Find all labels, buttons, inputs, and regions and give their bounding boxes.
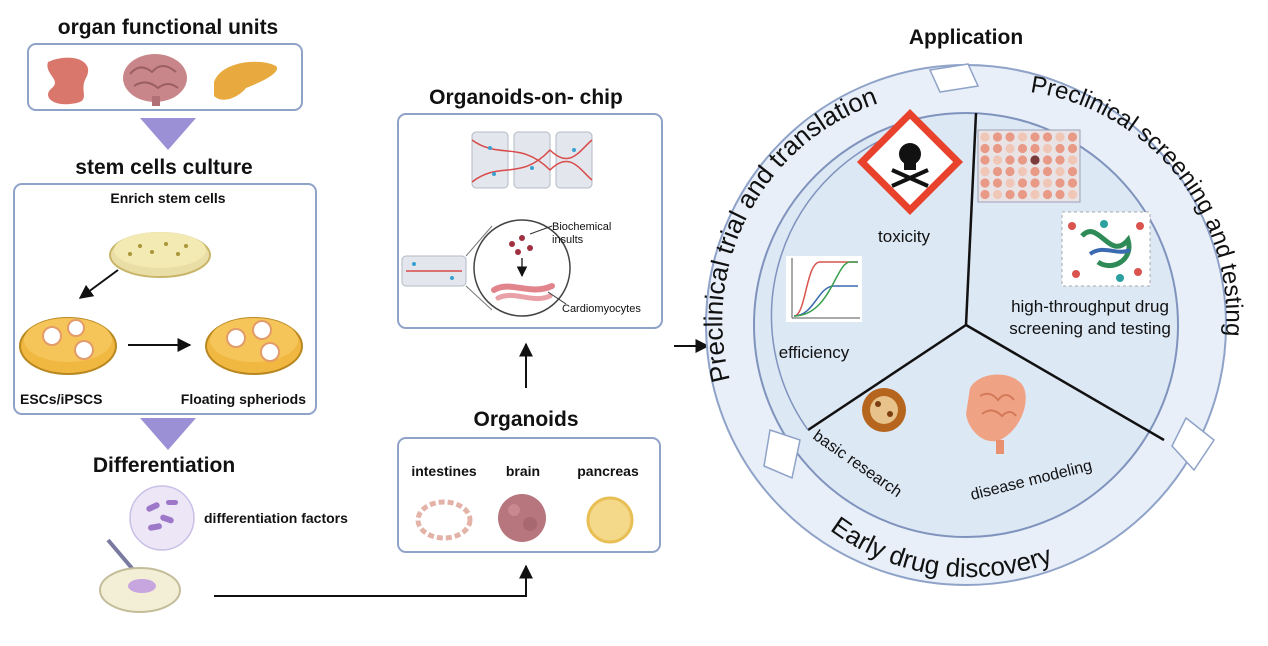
organoids-title: Organoids — [473, 408, 578, 431]
plate-well — [980, 189, 990, 200]
plate-well — [1042, 166, 1053, 177]
plate-well — [1067, 166, 1078, 177]
plate-well — [992, 166, 1003, 177]
plate-well — [1055, 189, 1065, 200]
insults-line: insults — [552, 234, 584, 246]
escs-label: ESCs/iPSCS — [20, 391, 102, 407]
plate-well — [1067, 132, 1078, 142]
efficiency-chart-icon — [786, 256, 862, 322]
differentiation-title: Differentiation — [93, 454, 235, 477]
pancreas-icon — [214, 61, 278, 100]
factors-label: differentiation factors — [204, 510, 348, 526]
cardiomyocytes-label: Cardiomyocytes — [562, 303, 641, 315]
plate-well — [1042, 132, 1053, 142]
application-title: Application — [909, 26, 1023, 49]
plate-well — [1030, 132, 1040, 142]
disease-intestine-icon — [966, 374, 1026, 454]
intestines-label: intestines — [411, 463, 477, 479]
plate-well — [992, 155, 1003, 165]
plate-well — [1017, 155, 1028, 165]
plate-well — [992, 143, 1003, 154]
plate-well — [992, 178, 1003, 188]
plate-well — [1042, 155, 1053, 165]
plate-well — [1017, 166, 1028, 177]
brain-icon — [123, 54, 187, 106]
plate-well — [1005, 155, 1015, 165]
protein-icon — [1061, 211, 1151, 287]
brain-label: brain — [506, 463, 540, 479]
plate-well — [1017, 143, 1028, 154]
escs-dish-icon — [19, 317, 117, 375]
plate-well — [1067, 155, 1078, 165]
organ-units-title: organ functional units — [58, 16, 279, 39]
stem-culture-title: stem cells culture — [75, 156, 252, 179]
toxicity-label: toxicity — [878, 227, 930, 246]
enrich-label: Enrich stem cells — [110, 190, 225, 206]
pancreas-label: pancreas — [577, 463, 639, 479]
plate-well — [1067, 178, 1078, 188]
plate-well — [980, 166, 990, 177]
plate-well — [1030, 166, 1040, 177]
plate-well — [1042, 178, 1053, 188]
plate-well — [1005, 143, 1015, 154]
chevron-down-icon — [140, 118, 196, 150]
enrich-dish-icon — [109, 232, 211, 278]
plate-well — [1067, 143, 1078, 154]
toxicity-icon — [856, 108, 964, 216]
plate-well — [1030, 189, 1040, 200]
plate-well — [1055, 143, 1065, 154]
pipette-dish-icon — [99, 538, 181, 613]
well-plate-icon — [977, 129, 1081, 203]
stem-culture-box — [13, 183, 317, 415]
plate-well — [980, 132, 990, 142]
biochemical-label: Biochemical insults — [552, 221, 614, 246]
chevron-down-icon — [140, 418, 196, 450]
plate-well — [1005, 166, 1015, 177]
plate-well — [1005, 189, 1015, 200]
plate-well — [1017, 132, 1028, 142]
floating-label: Floating spheriods — [181, 391, 306, 407]
htp-line2: screening and testing — [1009, 319, 1171, 338]
plate-well — [1030, 155, 1040, 165]
magnified-view — [473, 219, 571, 317]
plate-well — [1005, 178, 1015, 188]
plate-well — [1055, 166, 1065, 177]
biochemical-line: Biochemical — [552, 221, 611, 233]
plate-well — [1005, 132, 1015, 142]
mini-chip-icon — [401, 255, 467, 287]
plate-well — [1030, 143, 1040, 154]
plate-well — [1042, 143, 1053, 154]
differentiation-factors-icon — [129, 485, 195, 551]
plate-well — [1017, 178, 1028, 188]
plate-well — [980, 155, 990, 165]
intestine-organoid-icon — [415, 499, 473, 541]
chip-title: Organoids-on- chip — [429, 86, 623, 109]
plate-well — [1017, 189, 1028, 200]
plate-well — [1030, 178, 1040, 188]
pancreas-organoid-icon — [586, 496, 634, 544]
plate-well — [980, 143, 990, 154]
plate-well — [992, 132, 1003, 142]
brain-organoid-icon — [498, 494, 546, 542]
efficiency-label: efficiency — [779, 343, 850, 362]
floating-dish-icon — [205, 317, 303, 375]
htp-line1: high-throughput drug — [1011, 297, 1169, 316]
plate-well — [980, 178, 990, 188]
plate-well — [1055, 155, 1065, 165]
plate-well — [1067, 189, 1078, 200]
plate-well — [1042, 189, 1053, 200]
chip-channels-icon — [471, 131, 593, 189]
virus-icon — [862, 388, 906, 432]
plate-well — [1055, 132, 1065, 142]
intestine-icon — [47, 57, 89, 105]
plate-well — [992, 189, 1003, 200]
plate-well — [1055, 178, 1065, 188]
